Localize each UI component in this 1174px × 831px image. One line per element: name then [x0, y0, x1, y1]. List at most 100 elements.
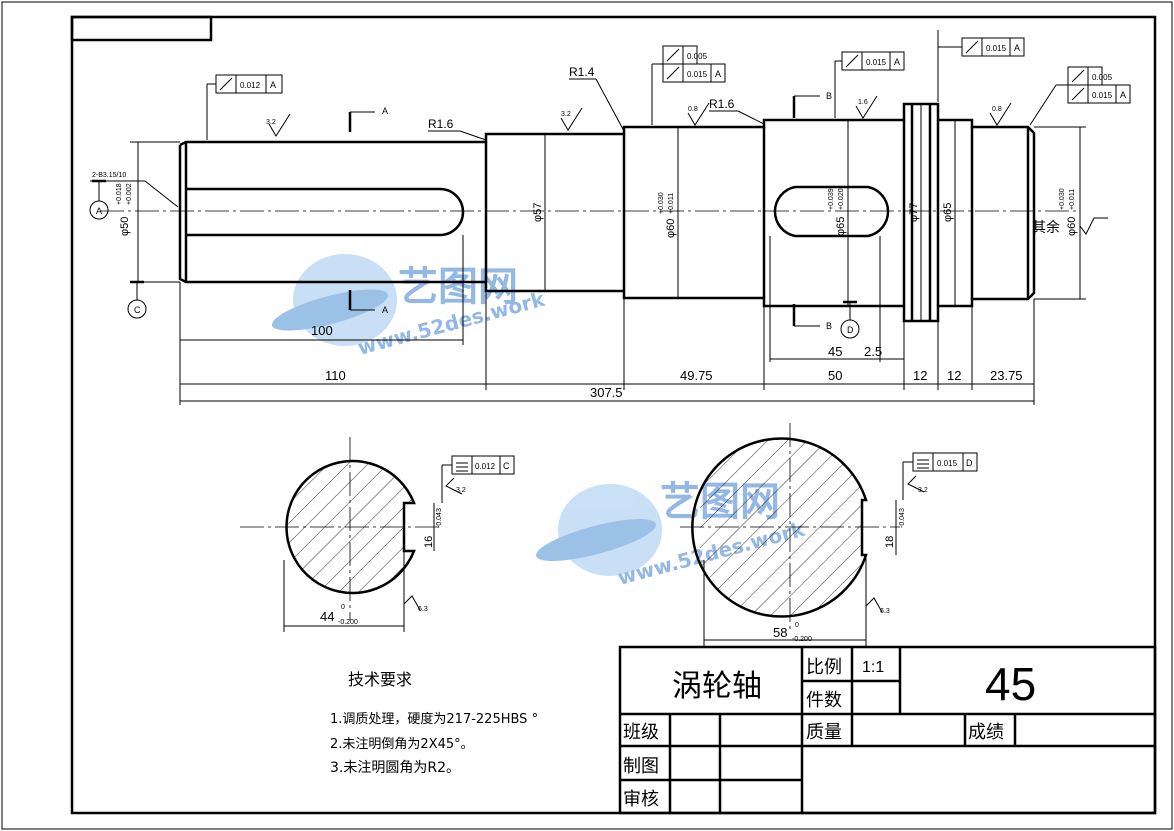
scale-label: 比例 [806, 657, 842, 678]
rough-label: 0.8 [688, 106, 698, 113]
tol-lo: -0.200 [792, 636, 812, 643]
diameter-dimensions: φ50 +0.018 +0.002 φ57 φ60 +0.030 +0.011 … [116, 104, 1108, 321]
section-a-label: A [382, 106, 388, 116]
dim-12b: 12 [947, 368, 961, 383]
roughness-symbols: 3.2 3.2 0.8 1.6 0.8 [266, 95, 1012, 137]
tol-value: 0.015 [937, 459, 958, 468]
corner-box [70, 15, 213, 42]
datum-ref: D [966, 458, 973, 468]
sec1-key: 16 [423, 536, 435, 548]
tech-req-3: 3.未注明圆角为R2。 [330, 760, 460, 776]
dim-50: 50 [828, 368, 842, 383]
scale-value: 1:1 [862, 659, 884, 676]
dim-45: 45 [828, 344, 842, 359]
phi77-label: φ77 [908, 203, 920, 222]
datum-ref: A [894, 57, 900, 67]
tol-up: +0.030 [658, 192, 665, 214]
datum-ref: A [270, 80, 276, 90]
tol-lo: +0.020 [838, 188, 845, 210]
tol-lo: -0.200 [338, 619, 358, 626]
title-block: 涡轮轴 比例 1:1 件数 45 班级 质量 成绩 制图 审核 [618, 645, 1157, 815]
rough-label: 0.8 [992, 106, 1002, 113]
dim-307-5: 307.5 [590, 385, 623, 400]
watermark-logo-1: 艺图网 www.52des.work [271, 254, 548, 360]
section-marks: A A B B [348, 91, 832, 331]
r16b-label: R1.6 [709, 97, 735, 111]
dim-49-75: 49.75 [680, 368, 713, 383]
radius-labels: R1.6 R1.4 R1.6 [428, 65, 765, 141]
rough-label: 1.6 [858, 99, 868, 106]
tol-value: 0.015 [866, 58, 887, 67]
tol-lo: -0.043 [436, 508, 443, 528]
tol-lo: +0.011 [1069, 189, 1076, 210]
dim-23-75: 23.75 [990, 368, 1023, 383]
tol-lo: +0.002 [126, 183, 133, 205]
drawing-frame [70, 15, 1157, 815]
dim-100: 100 [311, 323, 333, 338]
datum-d: D [847, 325, 854, 335]
section-view-2: 58 0 -0.200 18 -0.043 0.015 D 3.2 6.3 [680, 423, 978, 646]
tol-up: +0.018 [116, 183, 123, 205]
tol-value: 0.005 [687, 52, 708, 61]
phi50-label: φ50 [119, 217, 131, 236]
tech-req-2: 2.未注明倒角为2X45°。 [330, 737, 474, 752]
sec1-width: 44 [320, 609, 334, 624]
datum-ref: C [503, 461, 510, 471]
rough-label: 3.2 [266, 119, 276, 126]
tol-up: 0 [341, 604, 345, 611]
dim-12a: 12 [913, 368, 927, 383]
rough-label: 6.3 [418, 606, 428, 613]
tol-up: +0.039 [828, 188, 835, 210]
datum-ref: A [1014, 43, 1020, 53]
mass-label: 质量 [806, 722, 842, 743]
rough-label: 3.2 [918, 487, 928, 494]
dim-110: 110 [325, 368, 346, 383]
shaft-outline [100, 102, 1080, 323]
part-name: 涡轮轴 [672, 669, 762, 704]
tol-lo: -0.043 [899, 508, 906, 528]
score-label: 成绩 [968, 722, 1004, 743]
rough-label: 3.2 [456, 487, 466, 494]
tol-up: +0.030 [1059, 188, 1066, 210]
rough-label: 6.3 [880, 608, 890, 615]
tol-value: 0.005 [1092, 73, 1113, 82]
class-label: 班级 [623, 722, 659, 743]
watermark-brand: 艺图网 [398, 264, 518, 310]
tol-value: 0.012 [240, 81, 261, 90]
section-a-label: A [382, 305, 388, 315]
phi60-label: φ60 [665, 219, 677, 238]
qty-label: 件数 [806, 690, 842, 711]
tech-req-1: 1.调质处理，硬度为217-225HBS ° [330, 711, 538, 727]
datum-a: A [96, 206, 102, 216]
tech-heading: 技术要求 [348, 670, 412, 689]
tol-value: 0.015 [687, 70, 708, 79]
drawn-label: 制图 [623, 756, 659, 777]
tol-lo: +0.011 [668, 193, 675, 214]
phi65b-label: φ65 [942, 203, 954, 222]
tol-up: 0 [795, 622, 799, 629]
r14-label: R1.4 [569, 65, 595, 79]
checked-label: 审核 [623, 789, 659, 810]
r16-label: R1.6 [428, 117, 454, 131]
tol-value: 0.015 [1092, 91, 1113, 100]
material: 45 [985, 658, 1036, 710]
phi65-label: φ65 [835, 217, 847, 236]
sec2-width: 58 [773, 625, 787, 640]
length-dimensions: 100 110 49.75 50 12 12 23.75 307.5 45 2.… [179, 235, 1035, 405]
phi57-label: φ57 [532, 203, 544, 222]
center-hole-note: 2-B3.15/10 [92, 172, 126, 179]
datum-ref: A [715, 69, 721, 79]
datum-c: C [134, 305, 141, 315]
phi60b-label: φ60 [1066, 217, 1078, 236]
section-b-label: B [826, 91, 832, 101]
technical-requirements: 技术要求 1.调质处理，硬度为217-225HBS ° 2.未注明倒角为2X45… [330, 670, 538, 776]
section-b-label: B [826, 321, 832, 331]
rough-label: 3.2 [561, 111, 571, 118]
dim-2-5: 2.5 [864, 344, 882, 359]
rest-roughness-label: 其余 [1032, 219, 1060, 236]
sec2-key: 18 [884, 536, 896, 548]
